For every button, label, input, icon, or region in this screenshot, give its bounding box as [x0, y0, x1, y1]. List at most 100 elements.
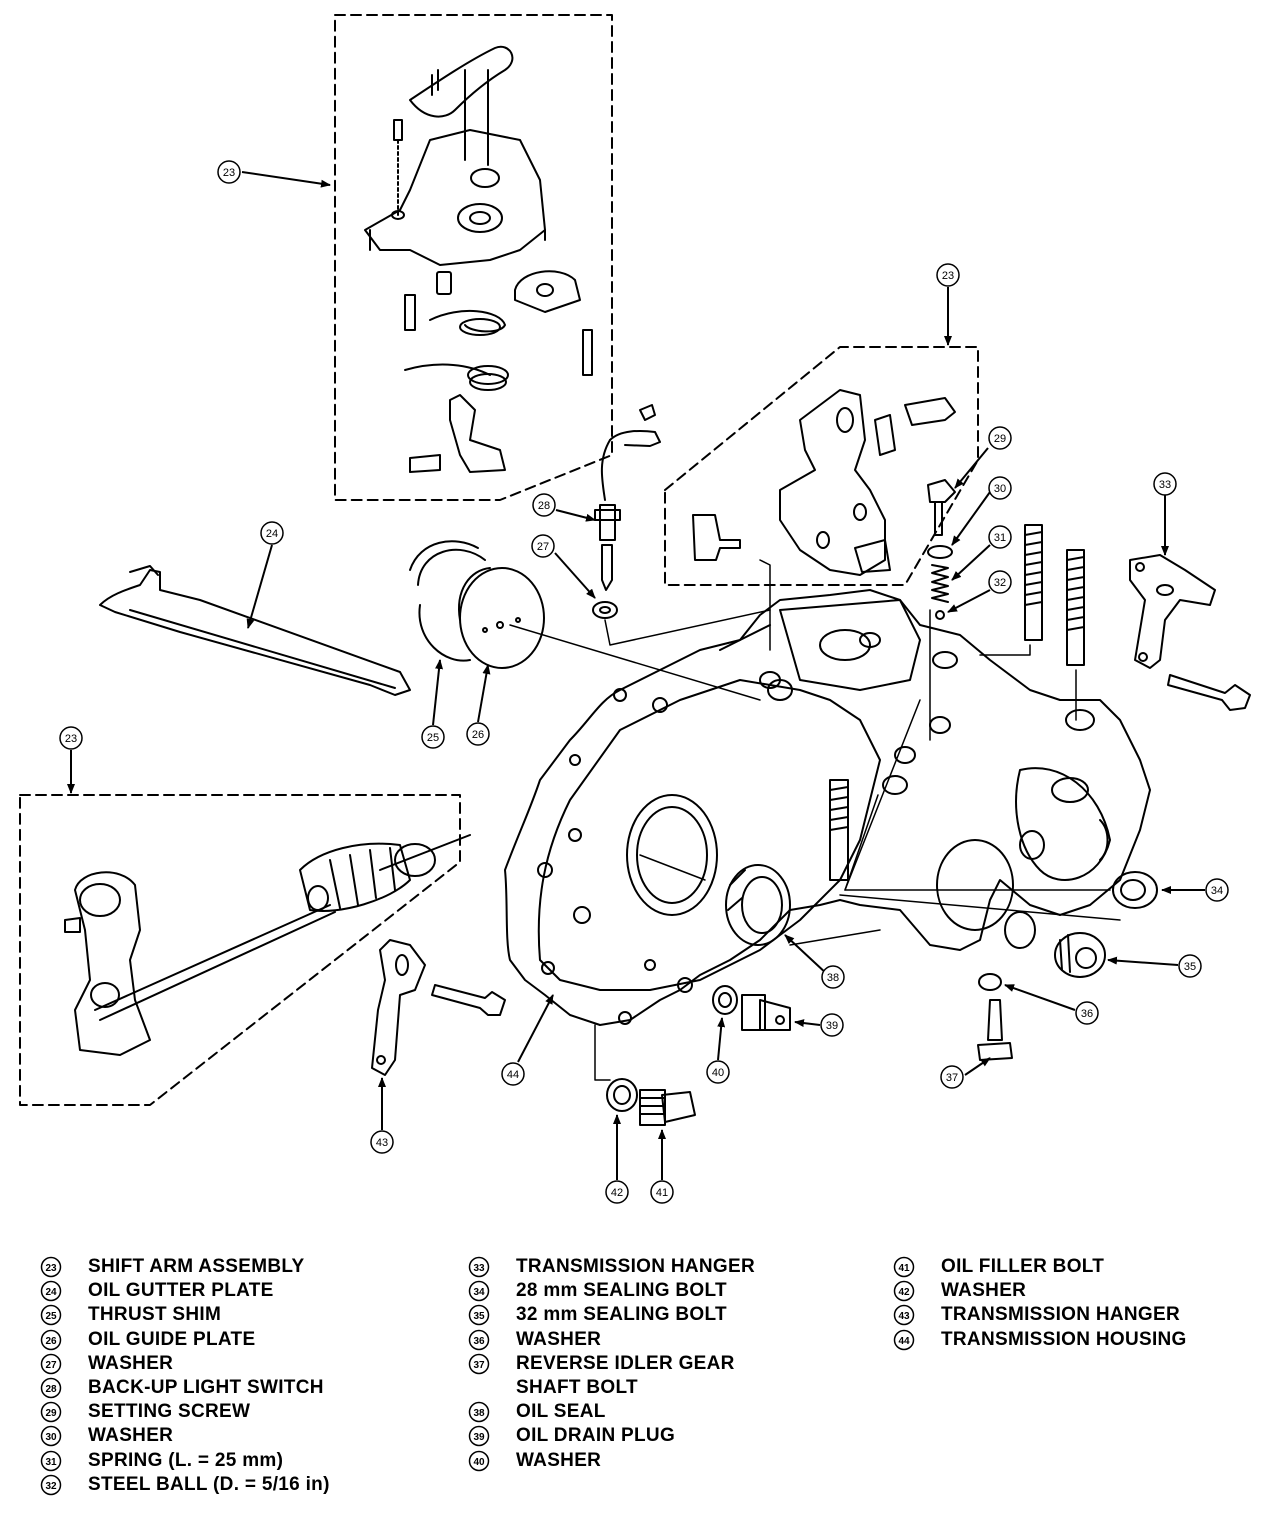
legend-number-badge: 27: [40, 1353, 62, 1375]
svg-text:44: 44: [507, 1069, 519, 1081]
callout-26: 26: [466, 722, 490, 746]
legend-number-badge: 40: [468, 1450, 490, 1472]
callout-30-arrow: [951, 491, 991, 546]
callout-43: 43: [370, 1130, 394, 1154]
callout-29-arrow: [954, 447, 989, 489]
washer-30: [927, 545, 953, 559]
svg-text:23: 23: [223, 167, 235, 179]
svg-text:37: 37: [946, 1072, 958, 1084]
callout-36-arrow: [1004, 984, 1076, 1011]
svg-text:27: 27: [45, 1360, 57, 1371]
legend-label: WASHER: [516, 1328, 602, 1350]
callout-36: 36: [1075, 1001, 1099, 1025]
svg-text:31: 31: [994, 532, 1006, 544]
svg-text:30: 30: [994, 483, 1006, 495]
svg-text:24: 24: [266, 528, 278, 540]
legend-label: TRANSMISSION HOUSING: [941, 1328, 1187, 1350]
legend-label: SPRING (L. = 25 mm): [88, 1449, 284, 1471]
legend-number-badge: 42: [893, 1280, 915, 1302]
steel-ball: [935, 610, 945, 620]
svg-text:39: 39: [473, 1432, 485, 1443]
svg-text:42: 42: [611, 1187, 623, 1199]
svg-text:28: 28: [45, 1384, 57, 1395]
svg-text:29: 29: [994, 433, 1006, 445]
shift-arm-assembly-box-left: [19, 794, 471, 1106]
legend-item: 27 WASHER: [40, 1352, 330, 1376]
legend-number-badge: 43: [893, 1304, 915, 1326]
stud-bolts: [829, 524, 1085, 881]
washer-36: [978, 973, 1002, 991]
legend-number-badge: 24: [40, 1280, 62, 1302]
legend-number-badge: 29: [40, 1401, 62, 1423]
svg-text:36: 36: [1081, 1008, 1093, 1020]
legend-number-badge: 34: [468, 1280, 490, 1302]
legend-item: 41 OIL FILLER BOLT: [893, 1255, 1187, 1279]
callout-23b: 23: [936, 263, 960, 287]
reverse-idler-gear-shaft-bolt: [977, 999, 1013, 1061]
washer-27: [592, 601, 618, 619]
svg-text:34: 34: [1211, 885, 1223, 897]
legend-number-badge: [468, 1377, 490, 1399]
legend-number-badge: 25: [40, 1304, 62, 1326]
legend-label: WASHER: [88, 1425, 174, 1447]
svg-text:24: 24: [45, 1287, 57, 1298]
legend-label: OIL SEAL: [516, 1401, 606, 1423]
svg-text:35: 35: [473, 1311, 485, 1322]
callout-23a: 23: [217, 160, 241, 184]
svg-text:41: 41: [898, 1263, 910, 1274]
transmission-hanger-43: [371, 939, 506, 1076]
sealing-bolt-32mm: [1054, 932, 1106, 978]
callout-37-arrow: [964, 1057, 991, 1076]
callout-44-arrow: [517, 994, 554, 1063]
legend-label: STEEL BALL (D. = 5/16 in): [88, 1473, 330, 1495]
svg-text:36: 36: [473, 1336, 485, 1347]
leader-lines: [509, 559, 1121, 1081]
svg-text:40: 40: [473, 1457, 485, 1468]
callout-32: 32: [988, 570, 1012, 594]
callout-40-arrow: [717, 1017, 726, 1061]
legend-number-badge: 28: [40, 1377, 62, 1399]
svg-text:28: 28: [538, 500, 550, 512]
svg-text:44: 44: [898, 1336, 910, 1347]
svg-text:25: 25: [427, 732, 439, 744]
svg-text:34: 34: [473, 1287, 485, 1298]
oil-gutter-plate: [99, 565, 411, 696]
callout-28: 28: [532, 493, 556, 517]
svg-text:39: 39: [826, 1020, 838, 1032]
callout-35-arrow: [1107, 956, 1179, 966]
washer-42: [606, 1078, 638, 1112]
legend-label: WASHER: [88, 1352, 174, 1374]
legend-number-badge: 36: [468, 1329, 490, 1351]
legend-label: OIL FILLER BOLT: [941, 1256, 1105, 1277]
legend-number-badge: 37: [468, 1353, 490, 1375]
legend-number-badge: 35: [468, 1304, 490, 1326]
transmission-housing: [504, 589, 1151, 1026]
callout-25: 25: [421, 725, 445, 749]
washer-40: [712, 985, 738, 1015]
svg-text:26: 26: [472, 729, 484, 741]
callout-24-arrow: [246, 544, 273, 629]
sealing-bolt-28mm: [1112, 871, 1158, 909]
svg-text:33: 33: [1159, 479, 1171, 491]
callout-27: 27: [531, 534, 555, 558]
callout-31-arrow: [951, 544, 991, 581]
svg-text:41: 41: [656, 1187, 668, 1199]
callout-26-arrow: [477, 664, 491, 723]
legend-number-badge: 39: [468, 1425, 490, 1447]
svg-text:40: 40: [712, 1067, 724, 1079]
callout-29: 29: [988, 426, 1012, 450]
callout-25-arrow: [432, 659, 444, 726]
legend-item: 44 TRANSMISSION HOUSING: [893, 1328, 1187, 1352]
